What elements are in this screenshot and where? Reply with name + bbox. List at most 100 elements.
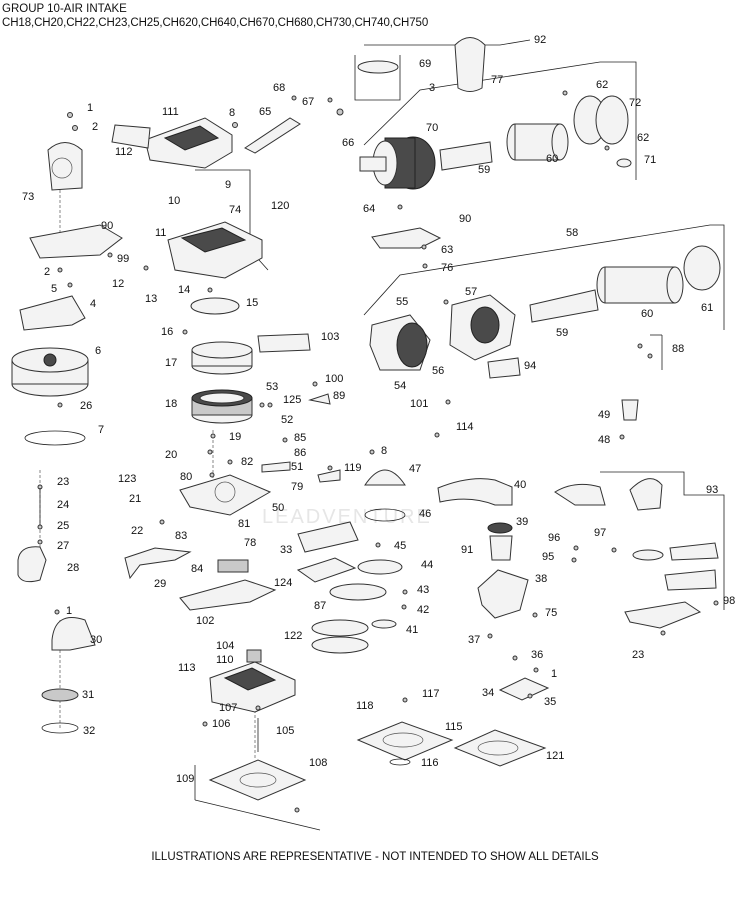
callout-74: 74	[229, 204, 241, 216]
callout-48: 48	[598, 434, 610, 446]
tray-115	[356, 721, 454, 761]
callout-61: 61	[701, 302, 713, 314]
callout-28: 28	[67, 562, 79, 574]
callout-23b: 23	[632, 649, 644, 661]
callout-115: 115	[445, 721, 463, 733]
callout-47: 47	[409, 463, 421, 475]
callout-31: 31	[82, 689, 94, 701]
callout-118: 118	[356, 700, 374, 712]
plate-93e	[624, 601, 702, 629]
air-cleaner-housing-54	[369, 294, 516, 371]
callout-111: 111	[162, 106, 179, 118]
plate-87	[329, 583, 387, 601]
callout-38: 38	[535, 573, 547, 585]
filter-60b	[596, 266, 684, 304]
callout-6: 6	[95, 345, 101, 357]
callout-70: 70	[426, 122, 438, 134]
bracket-plate-90b	[371, 227, 442, 249]
callout-92: 92	[534, 34, 546, 46]
callout-57: 57	[465, 286, 477, 298]
callout-117: 117	[422, 688, 440, 700]
bracket-33	[297, 521, 359, 553]
callout-73: 73	[22, 191, 34, 203]
callout-100: 100	[325, 373, 343, 385]
bracket-93c	[669, 542, 719, 561]
callout-97: 97	[594, 527, 606, 539]
callout-121: 121	[546, 750, 564, 762]
callout-55: 55	[396, 296, 408, 308]
plate-44	[357, 559, 403, 575]
callout-62b: 62	[637, 132, 649, 144]
ring-93f	[632, 549, 664, 561]
callout-107: 107	[219, 702, 237, 714]
callout-36: 36	[531, 649, 543, 661]
callout-39: 39	[516, 516, 528, 528]
callout-112: 112	[115, 146, 133, 158]
callout-50: 50	[272, 502, 284, 514]
callout-80: 80	[180, 471, 192, 483]
callout-49: 49	[598, 409, 610, 421]
callout-32: 32	[83, 725, 95, 737]
callout-8a: 8	[229, 107, 235, 119]
callout-123: 123	[118, 473, 136, 485]
callout-54: 54	[394, 380, 406, 392]
callout-99: 99	[117, 253, 129, 265]
plate-34	[498, 677, 550, 701]
callout-7: 7	[98, 424, 104, 436]
end-cap-72	[573, 95, 629, 145]
callout-24: 24	[57, 499, 69, 511]
callout-77: 77	[491, 74, 503, 86]
callout-90b: 90	[101, 220, 113, 232]
callout-87: 87	[314, 600, 326, 612]
hose-93a	[554, 483, 606, 506]
callout-60b: 60	[641, 308, 653, 320]
callout-1a: 1	[87, 102, 93, 114]
callout-21: 21	[129, 493, 141, 505]
callout-9: 9	[225, 179, 231, 191]
callout-45: 45	[394, 540, 406, 552]
callout-16: 16	[161, 326, 173, 338]
callout-43: 43	[417, 584, 429, 596]
callout-13: 13	[145, 293, 157, 305]
callout-103: 103	[321, 331, 339, 343]
callout-29: 29	[154, 578, 166, 590]
callout-12: 12	[112, 278, 124, 290]
callout-79: 79	[291, 481, 303, 493]
callout-114: 114	[456, 421, 474, 433]
callout-109: 109	[176, 773, 194, 785]
callout-102: 102	[196, 615, 214, 627]
callout-122: 122	[284, 630, 302, 642]
callout-83: 83	[175, 530, 187, 542]
callout-86: 86	[294, 447, 306, 459]
callout-89: 89	[333, 390, 345, 402]
callout-5: 5	[51, 283, 57, 295]
callout-105: 105	[276, 725, 294, 737]
sensor-49	[621, 399, 639, 421]
callout-41: 41	[406, 624, 418, 636]
bracket-plate-90	[29, 224, 123, 259]
hose-40	[437, 478, 513, 506]
callout-116: 116	[421, 757, 439, 769]
callout-93: 93	[706, 484, 718, 496]
callout-34: 34	[482, 687, 494, 699]
callout-119: 119	[344, 462, 362, 474]
callout-35: 35	[544, 696, 556, 708]
rail-102	[179, 579, 277, 611]
air-cleaner-cover-11	[167, 221, 263, 279]
callout-90a: 90	[459, 213, 471, 225]
clamp-39	[487, 522, 513, 534]
bracket-124	[296, 557, 357, 583]
callout-72: 72	[629, 97, 641, 109]
callout-113: 113	[178, 662, 196, 674]
callout-75: 75	[545, 607, 557, 619]
callout-88: 88	[672, 343, 684, 355]
housing-38	[477, 569, 529, 619]
callout-71: 71	[644, 154, 656, 166]
callout-85: 85	[294, 432, 306, 444]
callout-40: 40	[514, 479, 526, 491]
callout-62a: 62	[596, 79, 608, 91]
round-air-cleaner-6	[11, 347, 89, 397]
filter-60a	[506, 123, 569, 161]
callout-94: 94	[524, 360, 536, 372]
